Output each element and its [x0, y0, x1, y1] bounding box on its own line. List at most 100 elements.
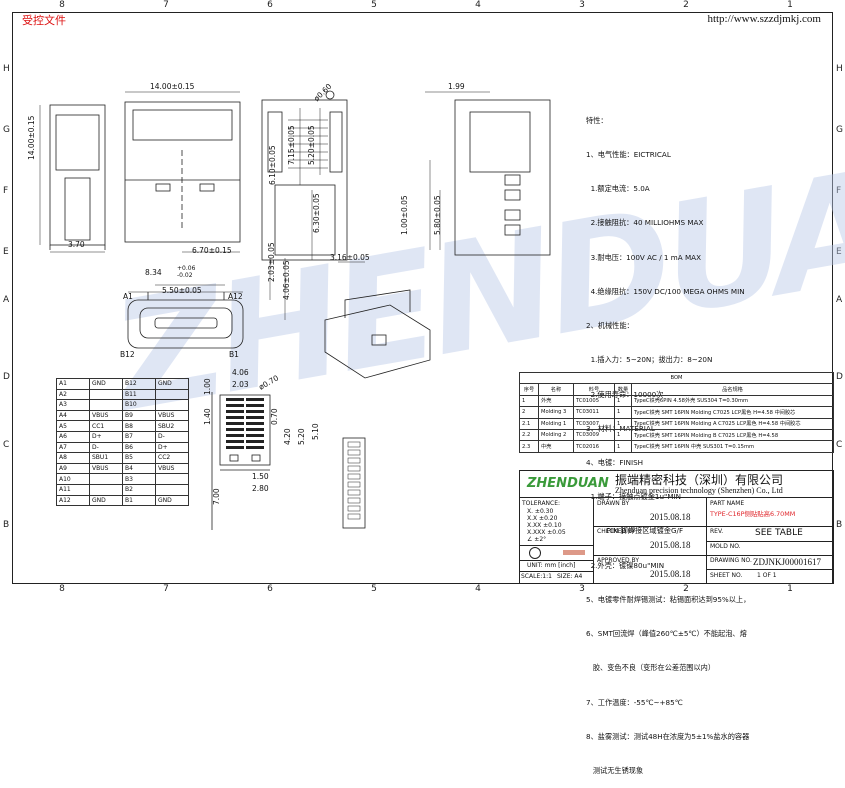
label-b12: B12 [120, 350, 135, 359]
spec-line: 2.接触阻抗：40 MILLIOHMS MAX [586, 218, 704, 228]
pin-cell [155, 388, 189, 401]
bom-cell: TC03009 [573, 428, 615, 442]
bom-cell: TypeC铁壳 SMT 16PIN Molding C7025 LCP黑色 H=… [631, 406, 834, 419]
pin-cell: GND [89, 378, 123, 390]
spec-line: 4、电镀：FINISH [586, 458, 644, 467]
revision: SEE TABLE [755, 528, 803, 538]
spec-line: 2.外壳：镀镍80u"MIN [586, 560, 665, 570]
company-name-en: Zhenduan precision technology (Shenzhen)… [615, 486, 783, 495]
dim-k: 8.34 [145, 268, 162, 277]
side-right-outline [454, 99, 551, 256]
tolerance-xxx: X.XX ±0.10 [527, 522, 562, 529]
rev-label: REV. [710, 528, 724, 535]
zone-col: 5 [371, 0, 377, 10]
pin-cell: D- [89, 441, 123, 454]
pin-cell: GND [155, 378, 189, 390]
drawn-date: 2015.08.18 [650, 512, 691, 522]
zone-col: 3 [579, 0, 585, 10]
bom-cell: 1 [614, 428, 632, 442]
zone-col: 1 [787, 0, 793, 10]
unit-label: UNIT: mm [inch] [527, 562, 576, 569]
pin-cell: A3 [56, 399, 90, 411]
pin-cell: B11 [122, 388, 156, 401]
zone-col: 8 [59, 0, 65, 10]
tolerance-xxxx: X.XXX ±0.05 [527, 529, 566, 536]
zone-col: 2 [683, 584, 689, 594]
label-b1: B1 [229, 350, 239, 359]
dim-k-plus: +0.06 [177, 265, 196, 272]
sheet-number: 1 OF 1 [757, 572, 777, 579]
company-name-cn: 振端精密科技（深圳）有限公司 [615, 473, 784, 487]
dim-c: 5.20±0.05 [307, 125, 316, 165]
pin-cell: A11 [56, 483, 90, 496]
zone-row: D [3, 372, 10, 382]
zone-col: 1 [787, 584, 793, 594]
bom-cell: TC03011 [573, 406, 615, 419]
pin-cell: A12 [56, 494, 90, 507]
pin-cell: B9 [122, 409, 156, 422]
dim-k-minus: -0.02 [177, 272, 193, 279]
spec-line: 1、电气性能：EICTRICAL [586, 150, 671, 160]
approved-label: APPROVED BY [597, 557, 640, 564]
zone-row: H [836, 64, 843, 74]
zone-col: 7 [163, 584, 169, 594]
zone-row: E [3, 247, 9, 257]
pin-cell: A4 [56, 409, 90, 422]
label-a12: A12 [228, 292, 243, 301]
pin-row: A3 B10 [56, 399, 189, 411]
pin-cell: B7 [122, 430, 156, 443]
part-info-block: PART NAME TYPE-C16P侧贴贴高6.70MM REV. SEE T… [706, 498, 834, 584]
spec-line: 特性： [586, 115, 608, 125]
zone-row: A [3, 295, 10, 305]
size-label: SIZE: A4 [557, 573, 583, 580]
approved-date: 2015.08.18 [650, 569, 691, 579]
bom-cell: TC03007 [573, 417, 615, 430]
pin-cell: VBUS [155, 462, 189, 475]
pin-cell: D- [155, 430, 189, 443]
bom-cell: 1 [614, 417, 632, 430]
pin-cell [155, 473, 189, 485]
bom-cell: 1 [614, 394, 632, 408]
website-url[interactable]: http://www.szzdjmkj.com [707, 13, 821, 25]
bom-cell: 1 [614, 440, 632, 453]
dim-fp-i: 5.10 [311, 423, 320, 440]
pin-cell: GND [89, 494, 123, 507]
dim-i: 2.03±0.05 [267, 242, 276, 282]
pin-cell: A6 [56, 430, 90, 443]
zone-row: C [3, 440, 10, 450]
bom-header: 名称 [538, 383, 574, 396]
dim-fp-b: 2.03 [232, 380, 249, 389]
pin-cell: B6 [122, 441, 156, 454]
bom-header: 序号 [519, 383, 539, 396]
dim-g: 5.80±0.05 [433, 195, 442, 235]
bom-cell: 2 [519, 406, 539, 419]
zone-col: 6 [267, 584, 273, 594]
controlled-document-stamp: 受控文件 [22, 14, 66, 27]
pin-cell: B10 [122, 399, 156, 411]
part-name: TYPE-C16P侧贴贴高6.70MM [710, 510, 796, 518]
pin-cell: B3 [122, 473, 156, 485]
zone-col: 7 [163, 0, 169, 10]
pin-cell: B12 [122, 378, 156, 390]
dim-side-width: 3.70 [68, 240, 85, 249]
pin-cell: A7 [56, 441, 90, 454]
approval-block: DRAWN BY 2015.08.18 CHECKED BY 2015.08.1… [594, 498, 706, 584]
pin-cell: A10 [56, 473, 90, 485]
zone-col: 2 [683, 0, 689, 10]
spec-line: 8、盐雾测试：测试48H在浓度为5±1%盐水的容器 [586, 731, 750, 741]
projection-symbol-icon [529, 547, 541, 559]
spec-line: 2、机械性能： [586, 321, 634, 331]
pin-view-outline [261, 99, 348, 261]
pin-cell: D+ [89, 430, 123, 443]
spec-line: 7、工作温度：-55℃~+85℃ [586, 697, 683, 707]
pin-cell [89, 473, 123, 485]
